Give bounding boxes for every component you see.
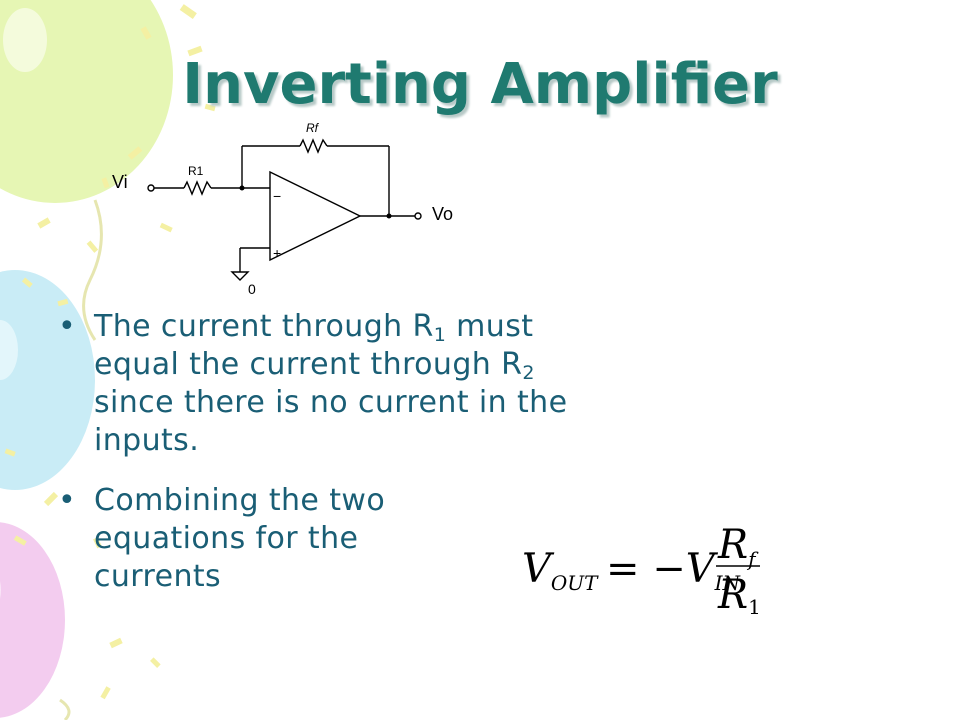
balloon-green-highlight [3, 8, 47, 72]
formula-equals-vin: = −VIN [606, 546, 742, 595]
bullet-marker: • [58, 483, 77, 518]
balloon-blue-highlight [0, 320, 18, 380]
rf-label: Rf [306, 121, 320, 135]
minus-input-label: − [273, 188, 281, 204]
resistor-rf [299, 138, 328, 154]
balloon-pink-highlight [0, 580, 1, 600]
inverting-amplifier-circuit: Vi R1 Rf − + Vo 0 [112, 121, 453, 297]
output-terminal [414, 212, 422, 220]
bullet-text-part: must equal the current through R [94, 309, 534, 382]
balloon-pink [0, 522, 65, 718]
ground-symbol [230, 271, 250, 281]
resistor-r1 [183, 180, 212, 196]
confetti [4, 4, 216, 700]
bullet-text: Combining the two equations for the curr… [94, 483, 386, 594]
balloon-string [82, 199, 103, 341]
input-terminal [147, 184, 155, 192]
junction-node-input [239, 185, 245, 191]
ground-label: 0 [248, 281, 256, 297]
formula-vout: VOUT [522, 546, 599, 595]
output-label: Vo [432, 204, 453, 224]
slide-title: Inverting Amplifier [182, 52, 778, 117]
op-amp-triangle [269, 170, 362, 262]
bullet-item-current: • The current through R1 must equal the c… [58, 308, 578, 460]
junction-node-output [386, 213, 392, 219]
r1-label: R1 [188, 164, 204, 178]
gain-formula: VOUT = −VIN Rf R1 [522, 522, 761, 619]
bullet-list: • The current through R1 must equal the c… [58, 308, 578, 596]
bullet-item-combining: • Combining the two equations for the cur… [58, 482, 474, 596]
subscript-two: 2 [522, 362, 535, 384]
balloon-string-2 [59, 698, 71, 720]
bullet-marker: • [58, 309, 77, 344]
formula-numerator: Rf [717, 522, 759, 571]
formula-denominator: R1 [717, 572, 761, 619]
subscript-one: 1 [433, 324, 447, 346]
bullet-text-part: The current through R [94, 309, 434, 344]
bullet-text-part: since there is no current in the inputs. [94, 385, 568, 458]
balloon-blue [0, 270, 95, 490]
plus-input-label: + [273, 245, 281, 261]
input-label: Vi [112, 172, 128, 192]
